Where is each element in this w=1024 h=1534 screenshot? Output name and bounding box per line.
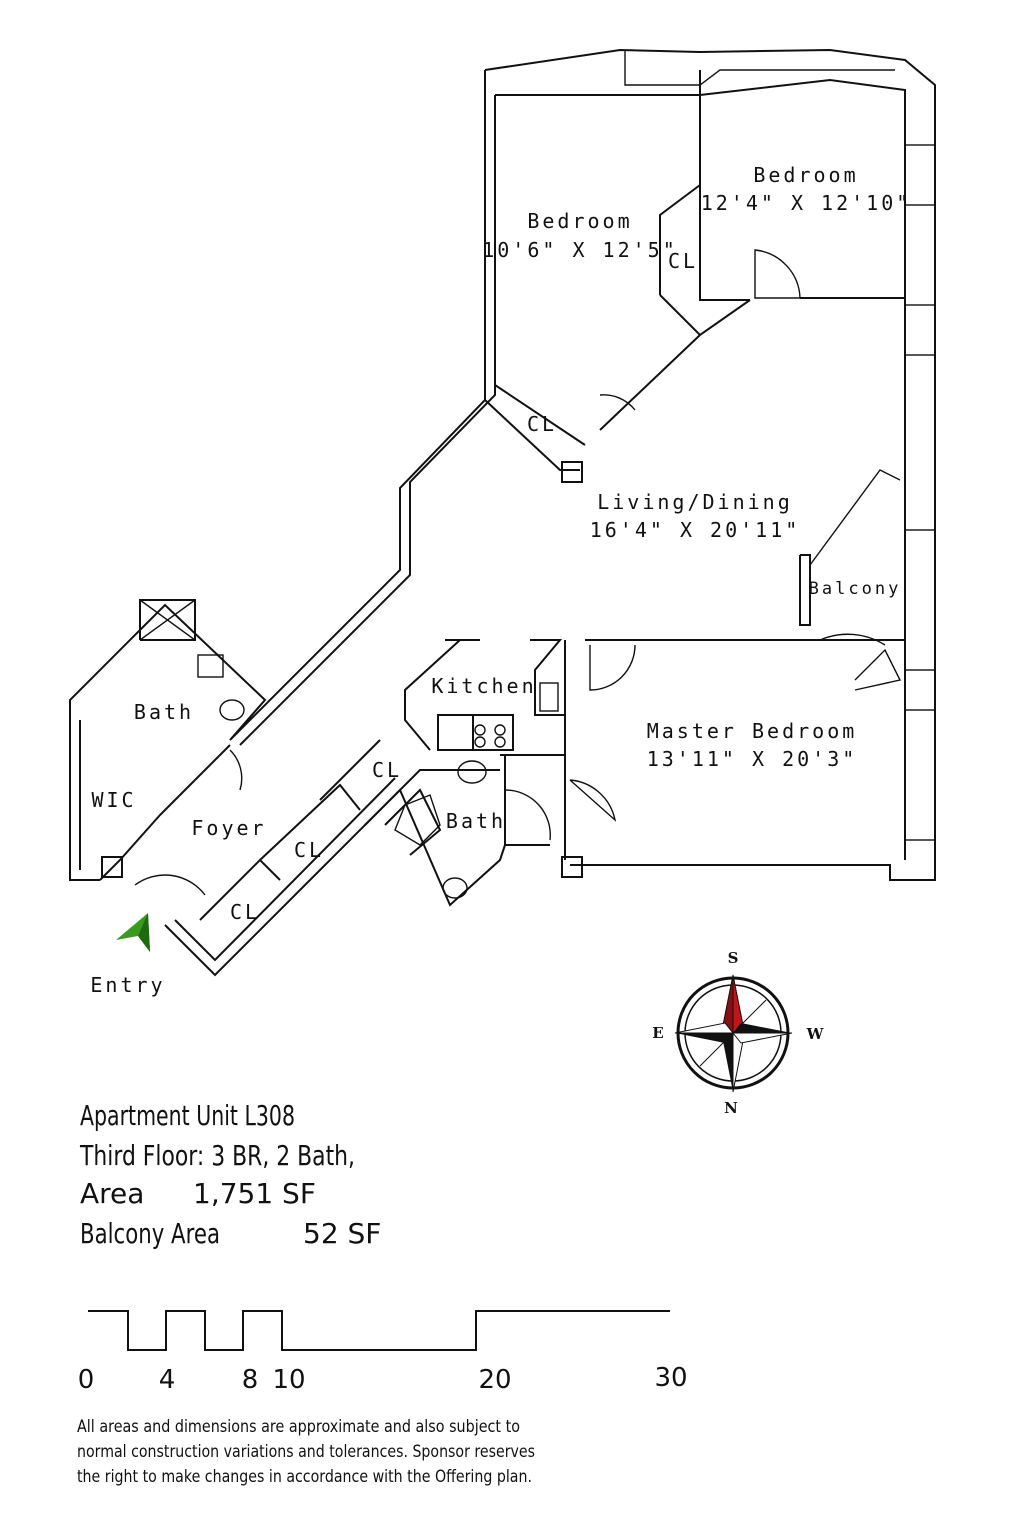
entry-label: Entry (90, 973, 165, 997)
disclaimer-line: the right to make changes in accordance … (77, 1467, 532, 1486)
balcony-area-value: 52 SF (303, 1217, 381, 1250)
closet-label: CL (668, 249, 698, 273)
room-name: Living/Dining (597, 490, 793, 514)
fixtures (197, 654, 559, 899)
room-name: Kitchen (431, 674, 536, 698)
room-name: Balcony (809, 579, 902, 599)
room-name: Bedroom (527, 209, 632, 233)
room-name: Bath (134, 700, 194, 724)
room-name: Foyer (191, 816, 266, 840)
closet-label: CL (230, 900, 260, 924)
tub-icon (394, 794, 441, 846)
area-value: 1,751 SF (193, 1177, 316, 1210)
compass-rose-icon (674, 974, 793, 1093)
room-name: Master Bedroom (647, 719, 858, 743)
room-size: 10'6" X 12'5" (482, 238, 678, 262)
scale-tick: 30 (654, 1363, 687, 1393)
closet-label: CL (372, 758, 402, 782)
scale-tick: 8 (242, 1365, 259, 1395)
outer-walls (69, 48, 936, 977)
scale-tick: 4 (159, 1365, 176, 1395)
interior-walls (79, 70, 905, 921)
balcony-area-label: Balcony Area (80, 1217, 220, 1250)
area-label: Area (80, 1177, 144, 1210)
compass-north: N (724, 1099, 738, 1117)
sink-icon (457, 760, 487, 784)
sink-icon (539, 682, 559, 712)
room-name: Bedroom (753, 163, 858, 187)
compass-south: S (728, 949, 739, 967)
disclaimer-line: normal construction variations and toler… (77, 1442, 535, 1461)
scale-tick: 20 (478, 1365, 511, 1395)
stove-burner-icon (474, 724, 486, 736)
scale-bar (88, 1310, 670, 1351)
room-size: 12'4" X 12'10" (701, 191, 912, 215)
doors (134, 249, 886, 896)
unit-title: Apartment Unit L308 (80, 1099, 295, 1132)
closet-label: CL (294, 838, 324, 862)
compass-west: W (806, 1025, 825, 1043)
sink-icon (197, 654, 224, 678)
scale-tick: 10 (272, 1365, 305, 1395)
toilet-icon (219, 699, 245, 721)
disclaimer-line: All areas and dimensions are approximate… (77, 1417, 520, 1436)
room-size: 16'4" X 20'11" (590, 518, 801, 542)
toilet-icon (442, 877, 468, 899)
compass-east: E (652, 1024, 663, 1042)
floor-summary: Third Floor: 3 BR, 2 Bath, (79, 1139, 355, 1172)
scale-tick: 0 (78, 1365, 95, 1395)
room-name: Bath (446, 809, 506, 833)
room-size: 13'11" X 20'3" (647, 747, 858, 771)
entry-arrow-icon (116, 913, 150, 952)
closet-label: CL (527, 412, 557, 436)
room-name: WIC (91, 788, 136, 812)
